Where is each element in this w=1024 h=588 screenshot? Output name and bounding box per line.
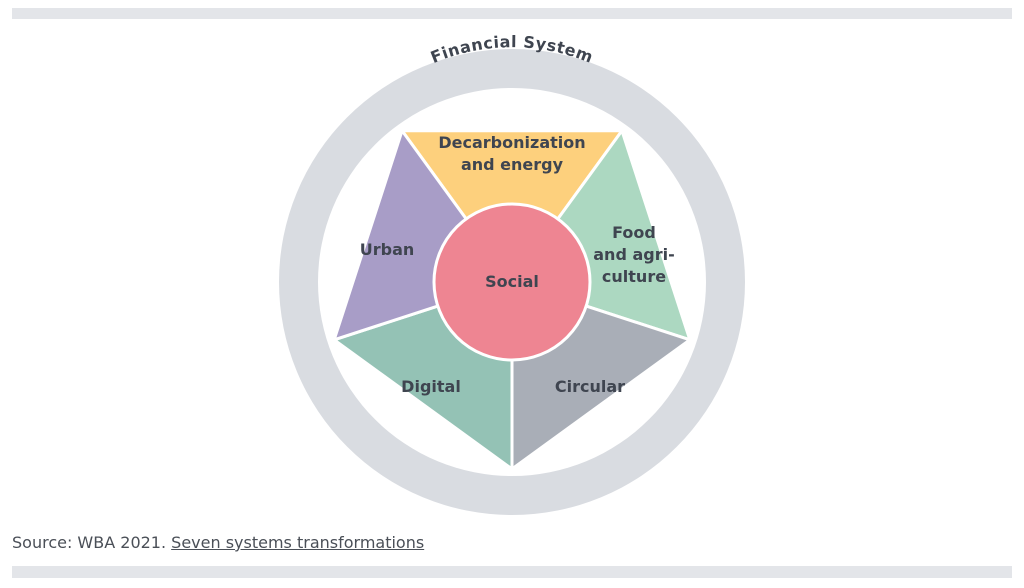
food-label-line1: Food bbox=[612, 223, 656, 242]
source-prefix: Source: WBA 2021. bbox=[12, 533, 172, 552]
source-caption: Source: WBA 2021. Seven systems transfor… bbox=[12, 533, 424, 552]
bottom-divider-bar bbox=[12, 566, 1012, 578]
circular-label: Circular bbox=[555, 377, 625, 396]
urban-label: Urban bbox=[360, 240, 415, 259]
food-label-line3: culture bbox=[602, 267, 666, 286]
food-label-line2: and agri- bbox=[593, 245, 674, 264]
social-center-circle bbox=[432, 202, 592, 362]
seven-systems-diagram: Financial System Decarbonization and ene… bbox=[279, 32, 745, 515]
social-label: Social bbox=[485, 272, 539, 291]
decarbonization-label-line2: and energy bbox=[461, 155, 564, 174]
source-link[interactable]: Seven systems transformations bbox=[171, 533, 425, 552]
decarbonization-label-line1: Decarbonization bbox=[438, 133, 585, 152]
top-divider-bar bbox=[12, 8, 1012, 19]
digital-label: Digital bbox=[401, 377, 461, 396]
